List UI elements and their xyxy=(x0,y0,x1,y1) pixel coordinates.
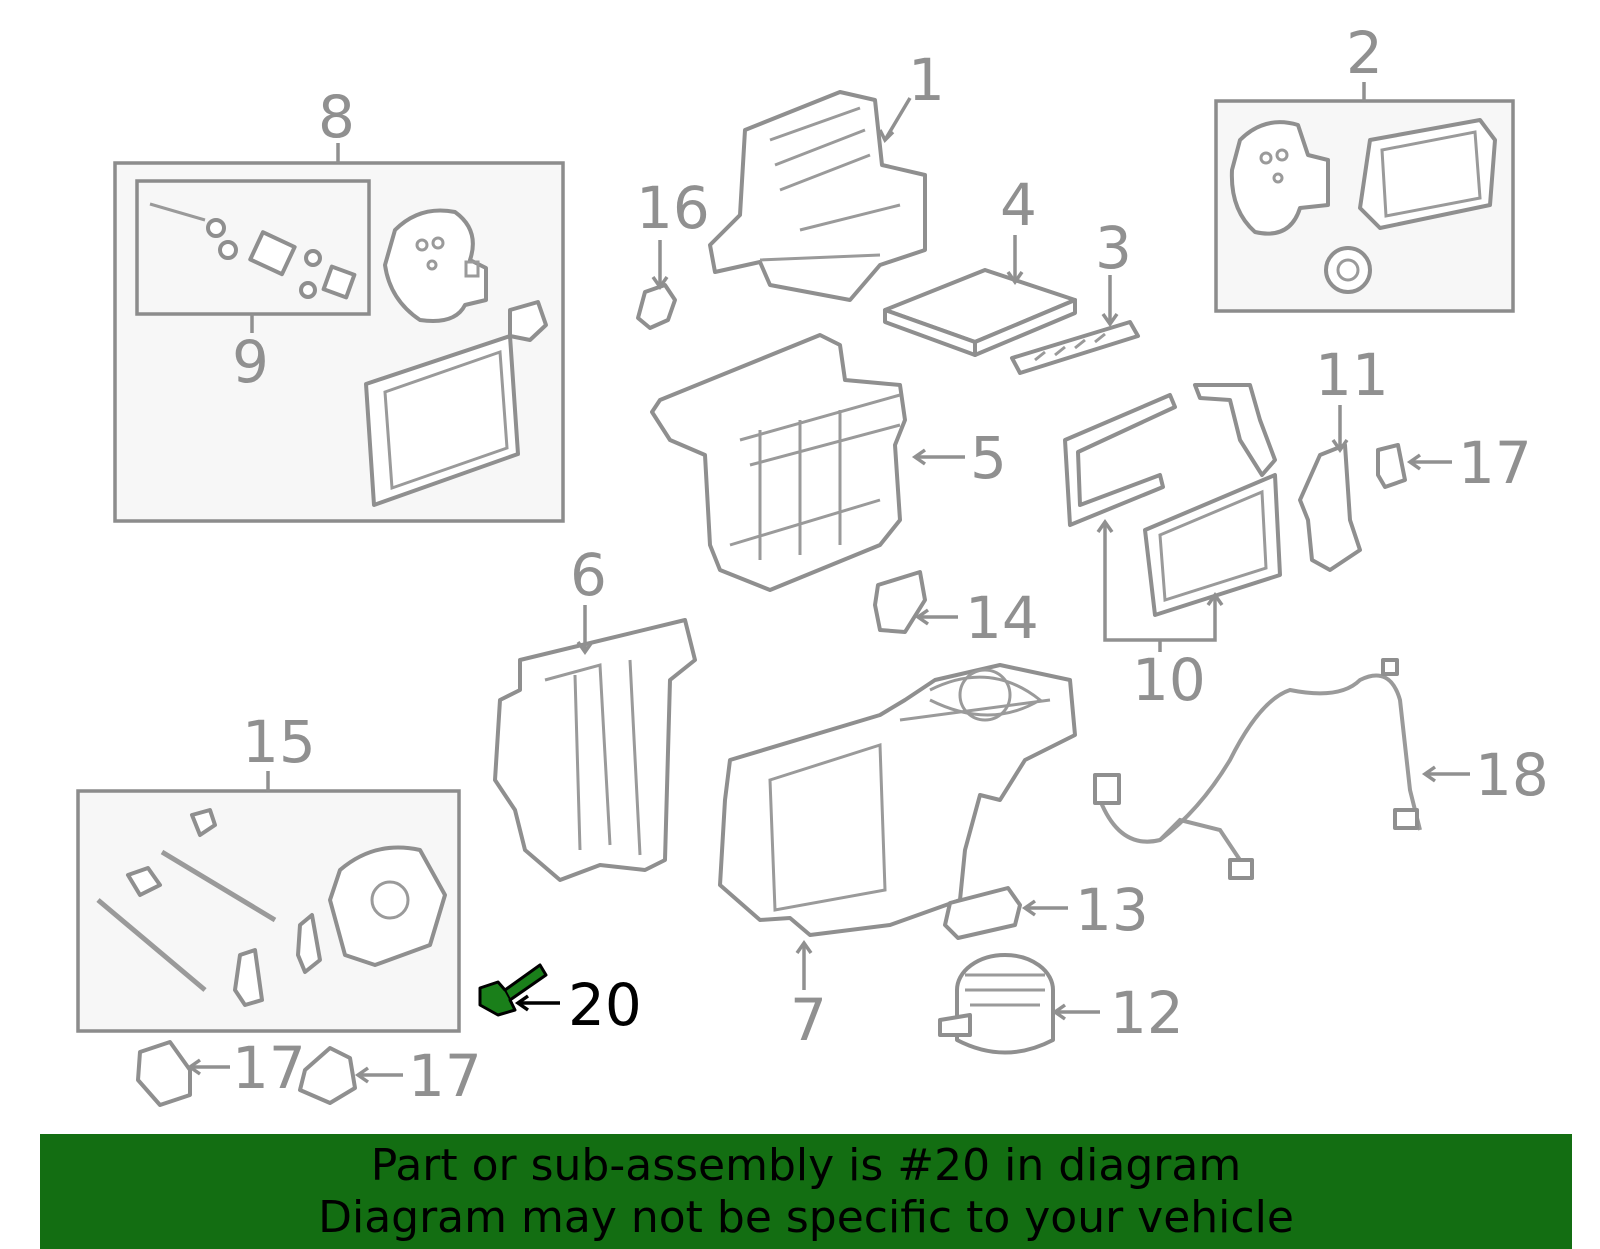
banner-line-1: Part or sub-assembly is #20 in diagram xyxy=(370,1139,1242,1191)
callout-12: 12 xyxy=(1110,979,1184,1047)
callout-5: 5 xyxy=(970,424,1007,492)
leader-1 xyxy=(883,97,912,141)
info-banner: Part or sub-assembly is #20 in diagram D… xyxy=(40,1134,1572,1249)
callout-3: 3 xyxy=(1095,214,1132,282)
part-11[interactable] xyxy=(1298,443,1362,572)
part-4-cabin-filter[interactable] xyxy=(883,268,1077,357)
callout-20: 20 xyxy=(568,971,642,1039)
banner-line-2: Diagram may not be specific to your vehi… xyxy=(318,1191,1294,1243)
part-19-wire-harness[interactable] xyxy=(1093,658,1422,880)
callout-17-right: 17 xyxy=(1458,429,1532,497)
part-17-right[interactable] xyxy=(1376,443,1407,489)
leader-arrowheads xyxy=(186,129,1437,1084)
part-20-highlighted[interactable] xyxy=(478,963,548,1017)
part-7-lower-case[interactable] xyxy=(718,663,1077,937)
part-17-left[interactable] xyxy=(298,1046,357,1105)
part-3-filter-cover[interactable] xyxy=(1010,320,1140,375)
callout-8: 8 xyxy=(318,83,355,151)
callout-1: 1 xyxy=(908,46,945,114)
part-5-heater-case[interactable] xyxy=(650,333,907,592)
callout-11: 11 xyxy=(1315,341,1389,409)
callout-13: 13 xyxy=(1075,876,1149,944)
part-group-8[interactable] xyxy=(113,143,565,523)
part-14[interactable] xyxy=(873,570,927,634)
callout-10: 10 xyxy=(1132,646,1206,714)
part-group-2[interactable] xyxy=(1214,82,1515,313)
callout-17-left: 17 xyxy=(408,1042,482,1110)
callout-6: 6 xyxy=(570,541,607,609)
part-group-15[interactable] xyxy=(76,771,461,1033)
callout-7: 7 xyxy=(790,986,827,1054)
callout-4: 4 xyxy=(1000,171,1037,239)
part-10-heater-core[interactable] xyxy=(1063,383,1282,617)
callout-2: 2 xyxy=(1346,19,1383,87)
part-1-upper-case[interactable] xyxy=(708,90,927,302)
callout-18: 17 xyxy=(232,1034,306,1102)
part-16[interactable] xyxy=(636,283,677,330)
callout-19: 18 xyxy=(1475,741,1549,809)
part-13[interactable] xyxy=(943,886,1022,940)
part-6-duct[interactable] xyxy=(493,618,697,882)
callout-16: 16 xyxy=(636,174,710,242)
callout-15: 15 xyxy=(242,708,316,776)
part-12-blower-motor[interactable] xyxy=(938,953,1055,1055)
part-18[interactable] xyxy=(136,1040,192,1107)
callout-14: 14 xyxy=(965,584,1039,652)
callout-9: 9 xyxy=(232,328,269,396)
